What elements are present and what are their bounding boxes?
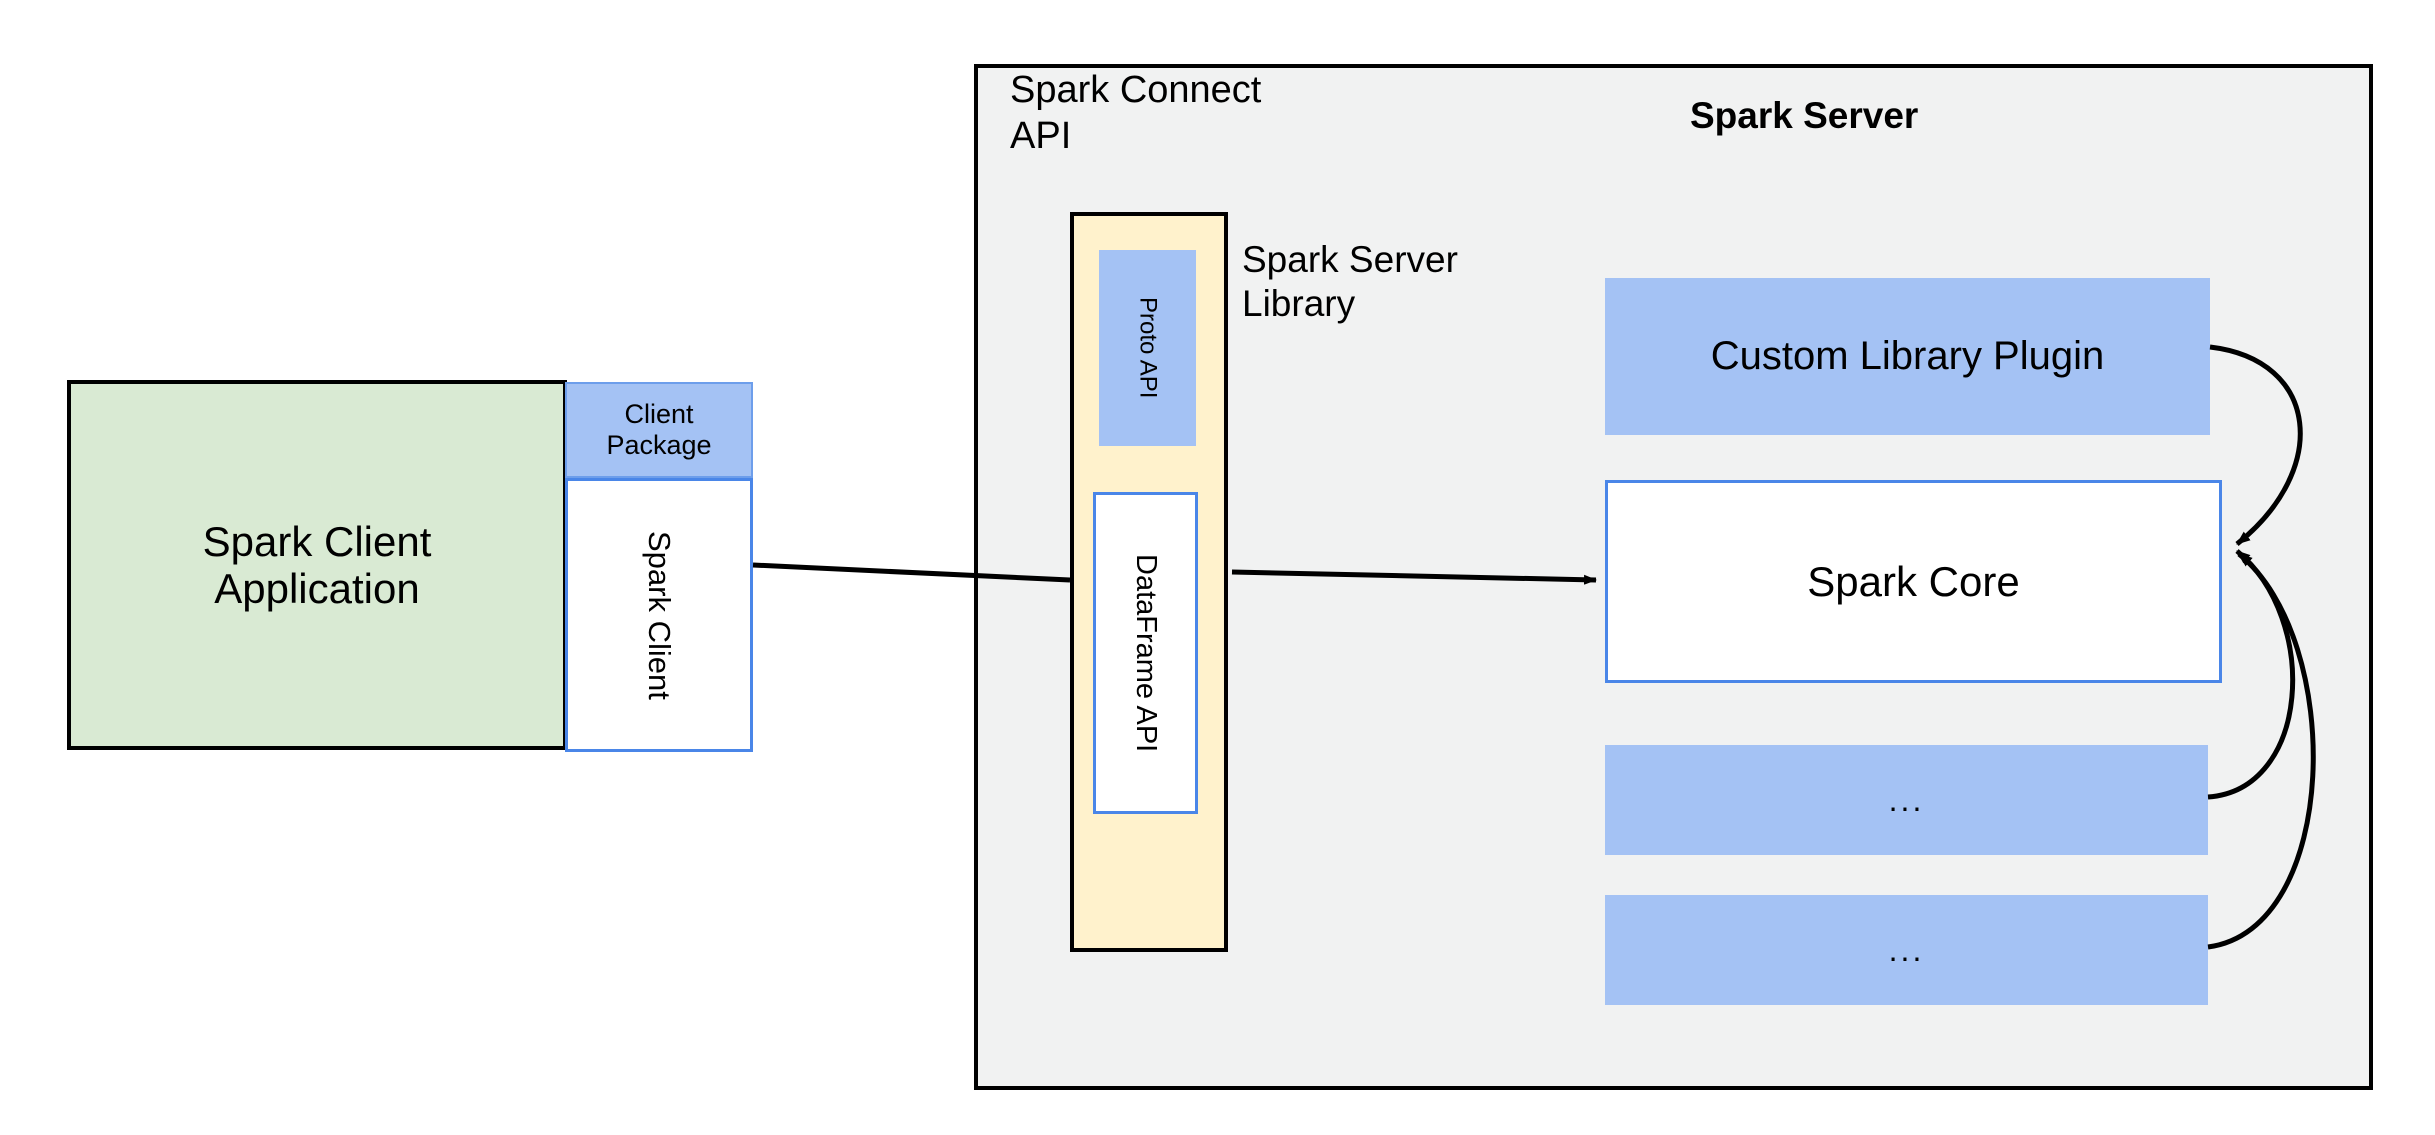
client-package-label: Client Package [606,398,712,460]
dataframe-api-box[interactable]: DataFrame API [1093,492,1198,814]
spark-core-box[interactable]: Spark Core [1605,480,2222,683]
spark-core-label: Spark Core [1807,557,2020,605]
spark-server-title: Spark Server [1690,95,1919,136]
custom-library-plugin-label: Custom Library Plugin [1710,334,2105,378]
dataframe-api-label: DataFrame API [1130,553,1162,753]
proto-api-box[interactable]: Proto API [1099,250,1196,446]
extra-component-box-1[interactable]: ... [1605,745,2208,855]
spark-client-label: Spark Client [642,530,677,700]
extra-component-label-1: ... [1888,781,1925,818]
extra-component-label-2: ... [1888,931,1925,968]
spark-client-application-box[interactable]: Spark Client Application [67,380,567,750]
extra-component-box-2[interactable]: ... [1605,895,2208,1005]
spark-server-library-label: Spark Server Library [1242,239,1458,324]
custom-library-plugin-box[interactable]: Custom Library Plugin [1605,278,2210,435]
spark-client-box[interactable]: Spark Client [565,478,753,752]
spark-connect-api-label: Spark Connect API [1010,69,1262,157]
client-package-box[interactable]: Client Package [565,382,753,478]
spark-client-application-label: Spark Client Application [202,517,432,612]
proto-api-label: Proto API [1134,297,1162,399]
